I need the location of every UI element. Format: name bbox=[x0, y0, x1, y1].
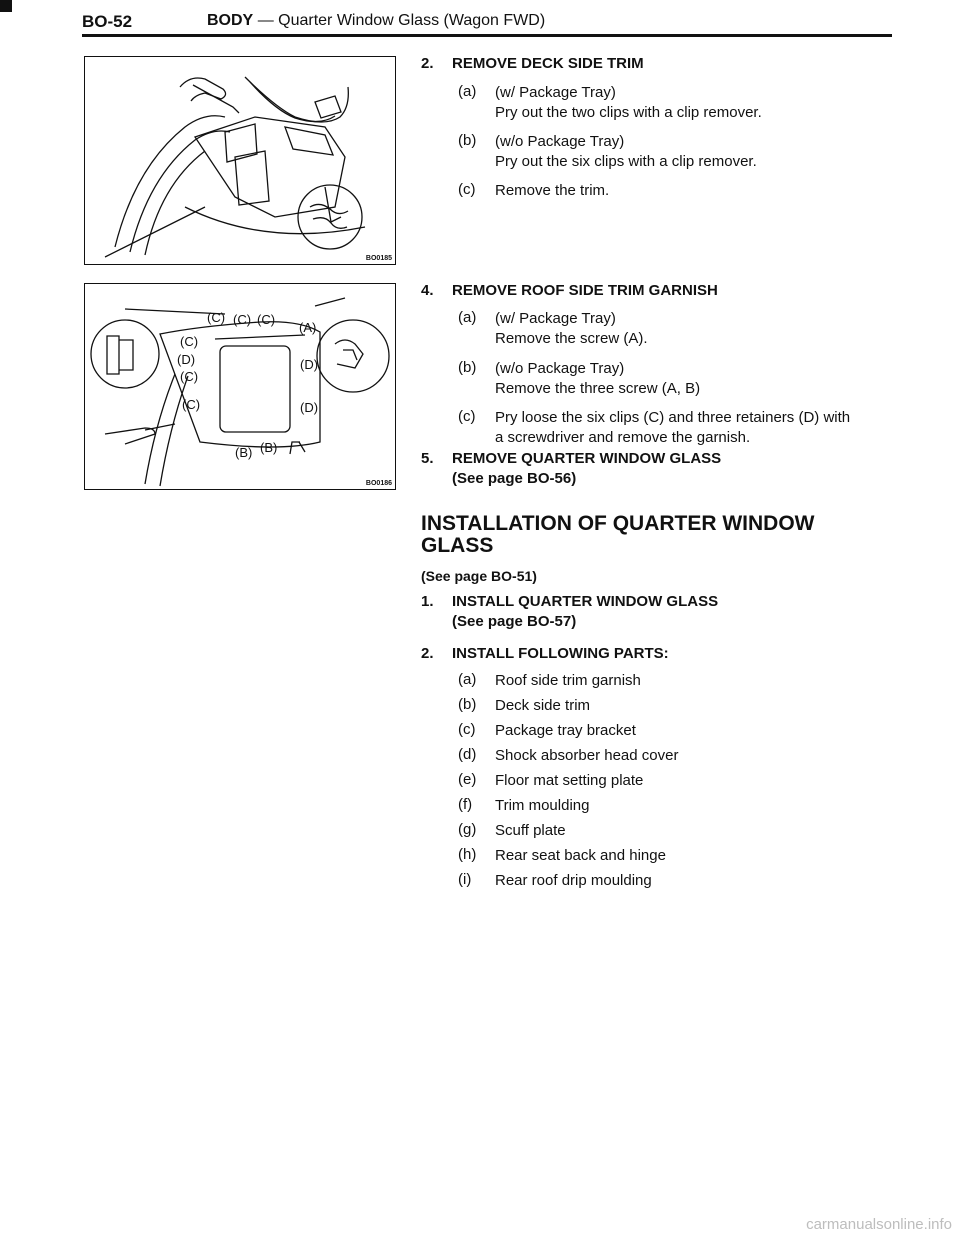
deck-side-trim-illustration bbox=[104, 76, 366, 258]
section-name: BODY bbox=[207, 12, 254, 29]
callout-c: (C) bbox=[233, 312, 251, 327]
page-header: BO-52 BODY — Quarter Window Glass (Wagon… bbox=[82, 10, 892, 34]
callout-c: (C) bbox=[257, 312, 275, 327]
page-number: BO-52 bbox=[82, 12, 133, 31]
corner-registration-mark bbox=[0, 0, 12, 12]
roof-side-trim-illustration: (C) (C) (C) (A) (C) (D) (C) (C) (D) (D) … bbox=[90, 297, 390, 487]
section-heading: INSTALLATION OF QUARTER WINDOW bbox=[421, 512, 815, 535]
callout-b: (B) bbox=[260, 440, 277, 455]
watermark-text: carmanualsonline.info bbox=[806, 1216, 952, 1233]
callout-d: (D) bbox=[300, 400, 318, 415]
callout-d: (D) bbox=[300, 357, 318, 372]
callout-c: (C) bbox=[180, 334, 198, 349]
section-title: — Quarter Window Glass (Wagon FWD) bbox=[257, 12, 546, 29]
figure-code: BO0186 bbox=[365, 480, 392, 487]
callout-c: (C) bbox=[182, 397, 200, 412]
figure-code: BO0185 bbox=[365, 255, 392, 262]
figure-roof-side-trim-garnish: (C) (C) (C) (A) (C) (D) (C) (C) (D) (D) … bbox=[84, 283, 396, 490]
header-rule bbox=[82, 34, 892, 37]
running-head: BODY — Quarter Window Glass (Wagon FWD) bbox=[207, 12, 545, 30]
section-heading: GLASS bbox=[421, 534, 494, 557]
callout-a: (A) bbox=[299, 320, 316, 335]
callout-d: (D) bbox=[177, 352, 195, 367]
figure-deck-side-trim: BO0185 bbox=[84, 56, 396, 265]
callout-c: (C) bbox=[180, 369, 198, 384]
callout-c: (C) bbox=[207, 310, 225, 325]
section-reference: (See page BO-51) bbox=[421, 568, 537, 584]
callout-b: (B) bbox=[235, 445, 252, 460]
